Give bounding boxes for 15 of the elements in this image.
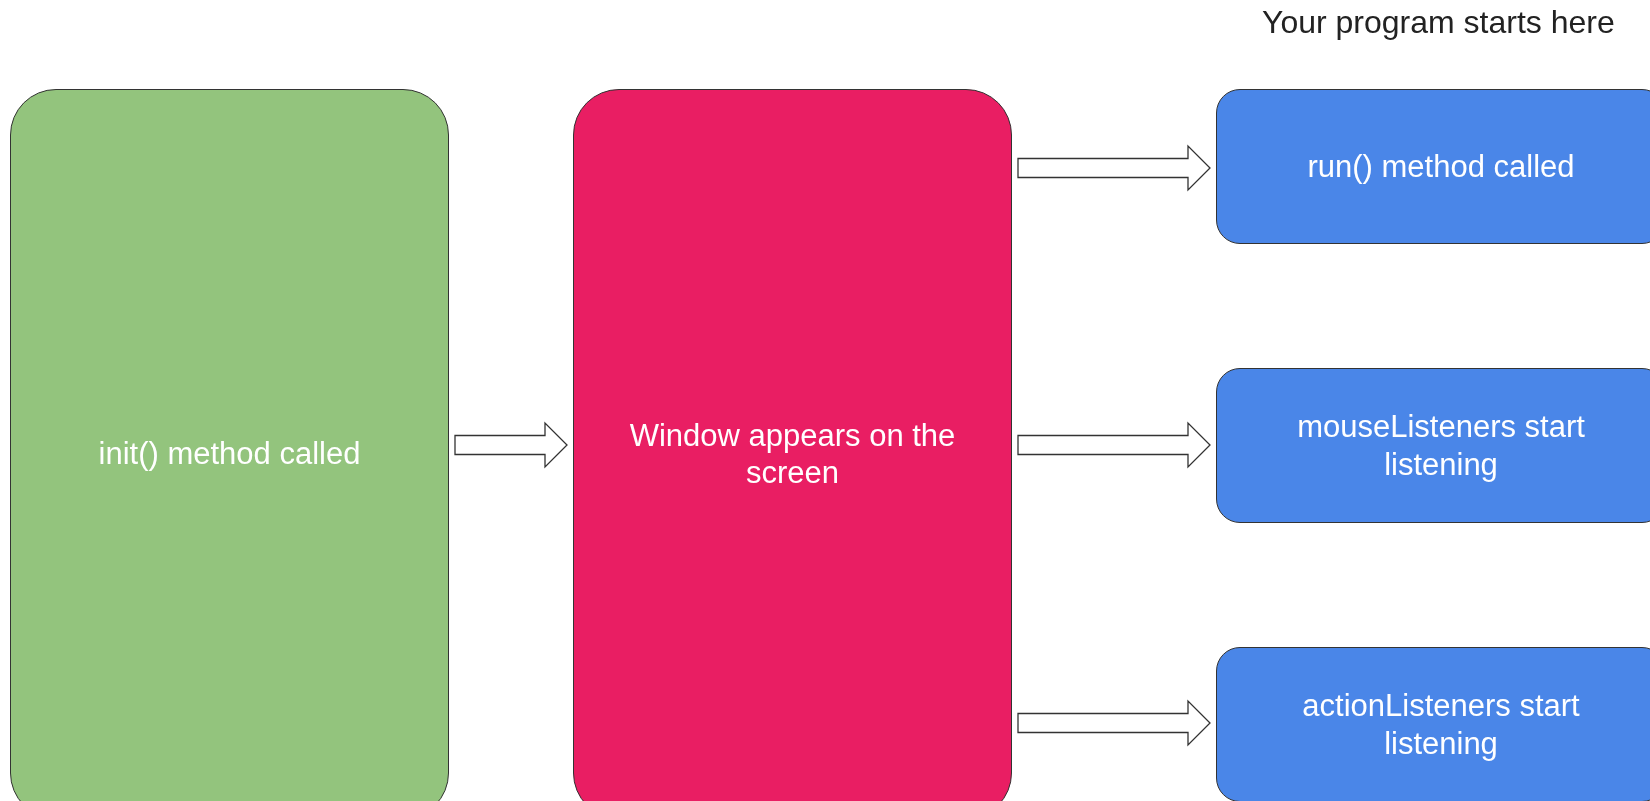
process-box — [1216, 647, 1650, 801]
process-box — [10, 89, 449, 801]
node-label: init() method called — [97, 435, 362, 473]
process-box — [1216, 368, 1650, 523]
block-arrow — [1017, 144, 1211, 192]
node-label: mouseListeners start listening — [1296, 408, 1586, 483]
node-label: run() method called — [1306, 147, 1576, 186]
node-label: Window appears on the screen — [628, 416, 957, 492]
note-text: Your program starts here — [1262, 4, 1615, 41]
block-arrow — [1017, 699, 1211, 747]
node-label: actionListeners start listening — [1301, 687, 1581, 762]
block-arrow — [454, 421, 568, 469]
block-arrow — [1017, 421, 1211, 469]
process-box — [573, 89, 1012, 801]
process-box — [1216, 89, 1650, 244]
